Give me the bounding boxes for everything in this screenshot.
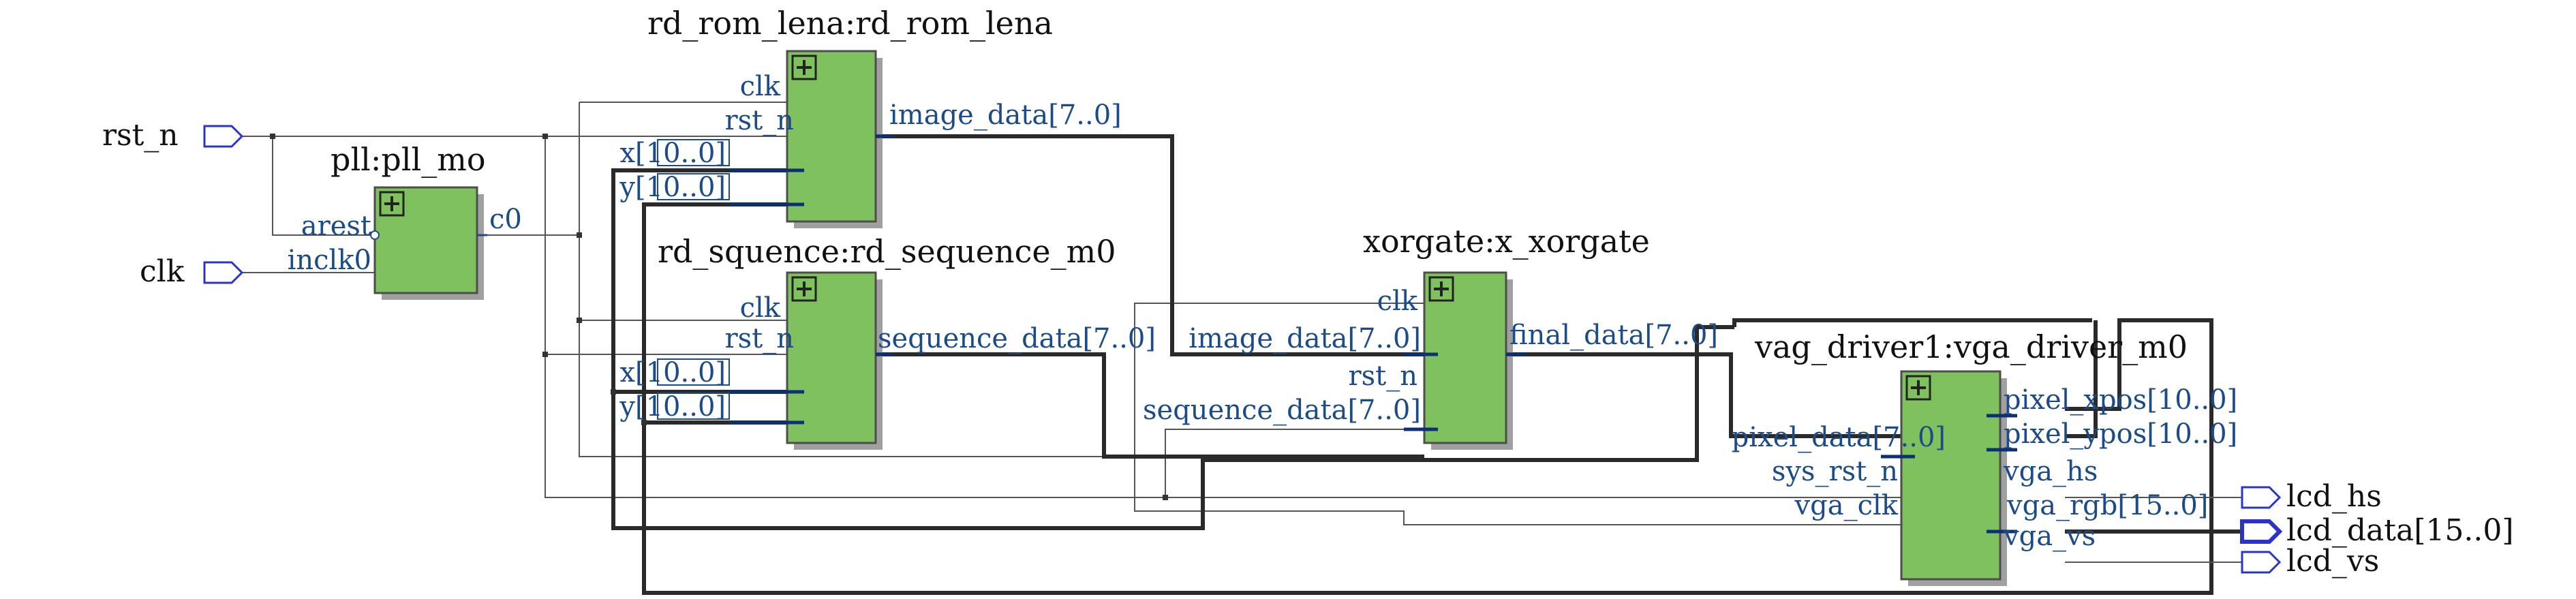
junction-dot bbox=[542, 134, 548, 139]
port-pll-arest: arest bbox=[301, 211, 371, 242]
port-vga-vga-vs: vga_vs bbox=[2003, 521, 2096, 552]
port-vga-vga-clk: vga_clk bbox=[1794, 490, 1899, 521]
junction-dot bbox=[1163, 495, 1168, 500]
block-title-xor: xorgate:x_xorgate bbox=[1363, 223, 1650, 260]
block-title-rom: rd_rom_lena:rd_rom_lena bbox=[647, 5, 1053, 42]
expand-box-icon[interactable] bbox=[791, 276, 817, 302]
input-pin-clk[interactable]: clk bbox=[140, 254, 244, 289]
input-pin-rst-n[interactable]: rst_n bbox=[102, 118, 244, 153]
wire-rst-to-xor bbox=[1165, 429, 1424, 497]
port-vga-pixel-xpos: pixel_xpos[10..0] bbox=[2004, 384, 2237, 416]
port-rom-x: x[10..0] bbox=[619, 138, 726, 169]
io-label-lcd-hs: lcd_hs bbox=[2286, 479, 2382, 514]
bus-ypos-to-rom bbox=[642, 202, 2213, 595]
port-vga-vga-hs: vga_hs bbox=[2003, 456, 2098, 487]
junction-dot bbox=[270, 134, 275, 139]
wires bbox=[242, 102, 2242, 595]
port-vga-sys-rst-n: sys_rst_n bbox=[1772, 456, 1898, 487]
bus-final-data bbox=[1506, 352, 1901, 438]
port-seq-y: y[10..0] bbox=[619, 391, 726, 423]
port-rom-image-data: image_data[7..0] bbox=[889, 99, 1122, 131]
output-pin-icon bbox=[2241, 486, 2282, 509]
output-pin-icon bbox=[2241, 551, 2282, 574]
port-pll-c0: c0 bbox=[489, 204, 522, 235]
junction-dot bbox=[577, 318, 582, 323]
junction-dot bbox=[542, 352, 548, 357]
block-title-seq: rd_squence:rd_sequence_m0 bbox=[658, 233, 1116, 270]
junction-dot bbox=[641, 420, 647, 425]
output-pin-lcd-hs[interactable]: lcd_hs bbox=[2241, 479, 2382, 514]
block-rd-rom-lena[interactable]: rd_rom_lena:rd_rom_lena clk rst_n x[10..… bbox=[619, 5, 1122, 228]
block-rd-squence[interactable]: rd_squence:rd_sequence_m0 clk rst_n x[10… bbox=[619, 233, 1156, 450]
block-title-vga: vag_driver1:vga_driver_m0 bbox=[1754, 328, 2188, 365]
output-pin-icon bbox=[2240, 519, 2283, 544]
input-pin-icon bbox=[203, 125, 244, 148]
io-label-clk: clk bbox=[140, 254, 185, 289]
port-seq-clk: clk bbox=[740, 292, 781, 324]
port-pll-inclk0: inclk0 bbox=[288, 245, 371, 276]
wire-rst-to-sys-rst bbox=[545, 136, 1901, 498]
wire-rst-to-arest bbox=[272, 136, 375, 236]
expand-box-icon[interactable] bbox=[1905, 375, 1931, 401]
port-vga-pixel-ypos: pixel_ypos[10..0] bbox=[2004, 418, 2237, 450]
bus-xpos-to-rom bbox=[611, 168, 1734, 530]
block-title-pll: pll:pll_mo bbox=[331, 141, 486, 178]
output-pin-lcd-data[interactable]: lcd_data[15..0] bbox=[2240, 513, 2513, 548]
expand-box-icon[interactable] bbox=[1428, 276, 1454, 302]
port-rom-rst-n: rst_n bbox=[725, 105, 794, 136]
bus-ypos-stub bbox=[2065, 320, 2098, 438]
port-rom-clk: clk bbox=[740, 71, 781, 102]
port-xor-rst-n: rst_n bbox=[1349, 360, 1417, 392]
port-vga-vga-rgb: vga_rgb[15..0] bbox=[2006, 490, 2208, 521]
port-xor-sequence-data: sequence_data[7..0] bbox=[1143, 395, 1421, 426]
output-pin-lcd-vs[interactable]: lcd_vs bbox=[2241, 544, 2379, 579]
port-seq-x: x[10..0] bbox=[619, 357, 726, 388]
port-seq-rst-n: rst_n bbox=[725, 323, 794, 354]
bus-xpos-top bbox=[1732, 318, 2092, 327]
block-xorgate[interactable]: xorgate:x_xorgate clk image_data[7..0] r… bbox=[1143, 223, 1718, 450]
expand-box-icon[interactable] bbox=[379, 191, 405, 217]
io-label-lcd-data: lcd_data[15..0] bbox=[2286, 513, 2513, 548]
expand-box-icon[interactable] bbox=[791, 55, 817, 80]
junction-dot bbox=[611, 389, 616, 395]
io-label-rst-n: rst_n bbox=[102, 118, 179, 153]
port-vga-pixel-data: pixel_data[7..0] bbox=[1732, 422, 1946, 453]
block-pll[interactable]: pll:pll_mo arest inclk0 c0 bbox=[288, 141, 522, 300]
junction-dot bbox=[577, 232, 582, 238]
port-seq-sequence-data: sequence_data[7..0] bbox=[878, 323, 1156, 354]
block-vga-driver[interactable]: vag_driver1:vga_driver_m0 pixel_data[7..… bbox=[1732, 328, 2238, 586]
input-pin-icon bbox=[203, 261, 244, 284]
io-label-lcd-vs: lcd_vs bbox=[2286, 544, 2379, 579]
bus-sequence-data bbox=[876, 352, 1424, 459]
port-xor-clk: clk bbox=[1377, 286, 1418, 317]
port-xor-image-data: image_data[7..0] bbox=[1189, 323, 1421, 354]
wire-c0-vga bbox=[1134, 457, 1901, 525]
port-rom-y: y[10..0] bbox=[619, 172, 726, 203]
port-xor-final-data: final_data[7..0] bbox=[1509, 320, 1718, 351]
bus-image-data bbox=[876, 134, 1424, 356]
